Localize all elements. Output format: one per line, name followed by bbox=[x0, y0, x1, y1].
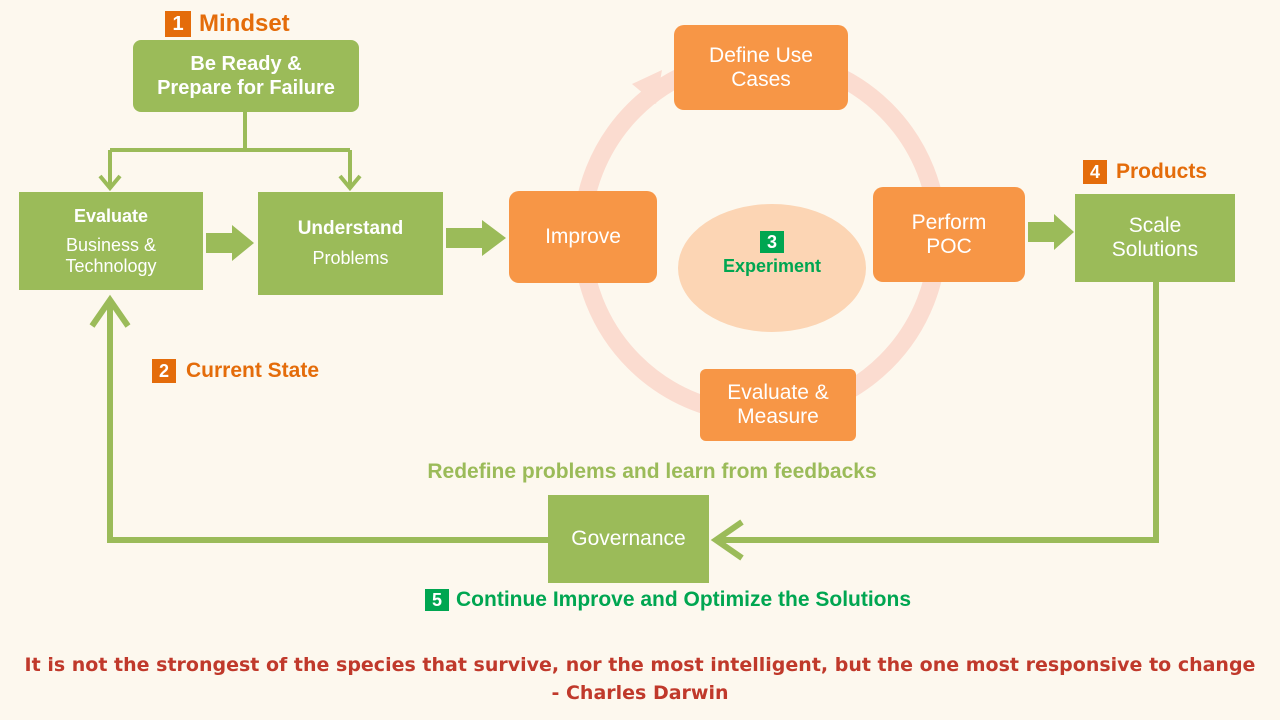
cycle-ring-arrowhead bbox=[632, 70, 662, 104]
step-number-badge: 4 bbox=[1083, 160, 1107, 184]
scale-line1: Scale bbox=[1128, 214, 1182, 237]
darwin-quote: It is not the strongest of the species t… bbox=[24, 654, 1256, 676]
arrow-understand-to-improve bbox=[446, 220, 506, 256]
step-number-badge: 2 bbox=[152, 359, 176, 383]
step-title: Products bbox=[1116, 160, 1208, 183]
perform-line2: POC bbox=[926, 234, 972, 258]
understand-title: Understand bbox=[297, 218, 404, 239]
step-title: Experiment bbox=[722, 256, 822, 276]
perform-poc-box: Perform POC bbox=[873, 187, 1025, 282]
step-number-badge: 1 bbox=[165, 11, 191, 37]
step-products-label: 4 Products bbox=[1083, 160, 1207, 184]
step-mindset-label: 1 Mindset bbox=[165, 10, 290, 38]
arrow-evaluate-to-understand bbox=[206, 225, 254, 261]
understand-box: Understand Problems bbox=[258, 192, 443, 295]
improve-box: Improve bbox=[509, 191, 657, 283]
define-use-cases-box: Define Use Cases bbox=[674, 25, 848, 110]
evaluate-measure-box: Evaluate & Measure bbox=[700, 369, 856, 441]
step-experiment-label: 3 Experiment bbox=[678, 231, 866, 277]
step-number-badge: 5 bbox=[425, 589, 449, 611]
quote-attribution: - Charles Darwin bbox=[551, 682, 729, 704]
scale-solutions-box: Scale Solutions bbox=[1075, 194, 1235, 282]
evaluate-line2: Technology bbox=[65, 255, 157, 276]
step-number-badge: 3 bbox=[760, 231, 784, 253]
step-current-state-label: 2 Current State bbox=[152, 359, 319, 383]
step-title: Current State bbox=[186, 359, 320, 382]
understand-line1: Problems bbox=[312, 248, 389, 268]
scale-line2: Solutions bbox=[1111, 238, 1199, 261]
feedback-loop-connector bbox=[89, 282, 1159, 561]
step-title: Mindset bbox=[199, 10, 290, 37]
feedback-label: Redefine problems and learn from feedbac… bbox=[427, 460, 877, 483]
mindset-fork-connector bbox=[98, 112, 362, 192]
be-ready-line2: Prepare for Failure bbox=[157, 77, 335, 99]
arrow-poc-to-scale bbox=[1028, 214, 1074, 250]
step-title: Continue Improve and Optimize the Soluti… bbox=[456, 588, 912, 611]
governance-box: Governance bbox=[548, 495, 709, 583]
evaluate-box: Evaluate Business & Technology bbox=[19, 192, 203, 290]
evaluate-line1: Business & bbox=[65, 234, 157, 255]
be-ready-box: Be Ready & Prepare for Failure bbox=[133, 40, 359, 112]
define-line2: Cases bbox=[731, 67, 791, 91]
be-ready-line1: Be Ready & bbox=[190, 53, 302, 75]
evaluate-measure-line2: Measure bbox=[737, 405, 819, 428]
experiment-ellipse bbox=[678, 204, 866, 332]
define-line1: Define Use bbox=[709, 43, 813, 67]
evaluate-title: Evaluate bbox=[73, 205, 149, 226]
step-continue-label: 5 Continue Improve and Optimize the Solu… bbox=[425, 588, 911, 612]
governance-label: Governance bbox=[571, 527, 686, 550]
improve-label: Improve bbox=[545, 225, 621, 248]
perform-line1: Perform bbox=[911, 210, 987, 234]
evaluate-measure-line1: Evaluate & bbox=[727, 381, 829, 404]
